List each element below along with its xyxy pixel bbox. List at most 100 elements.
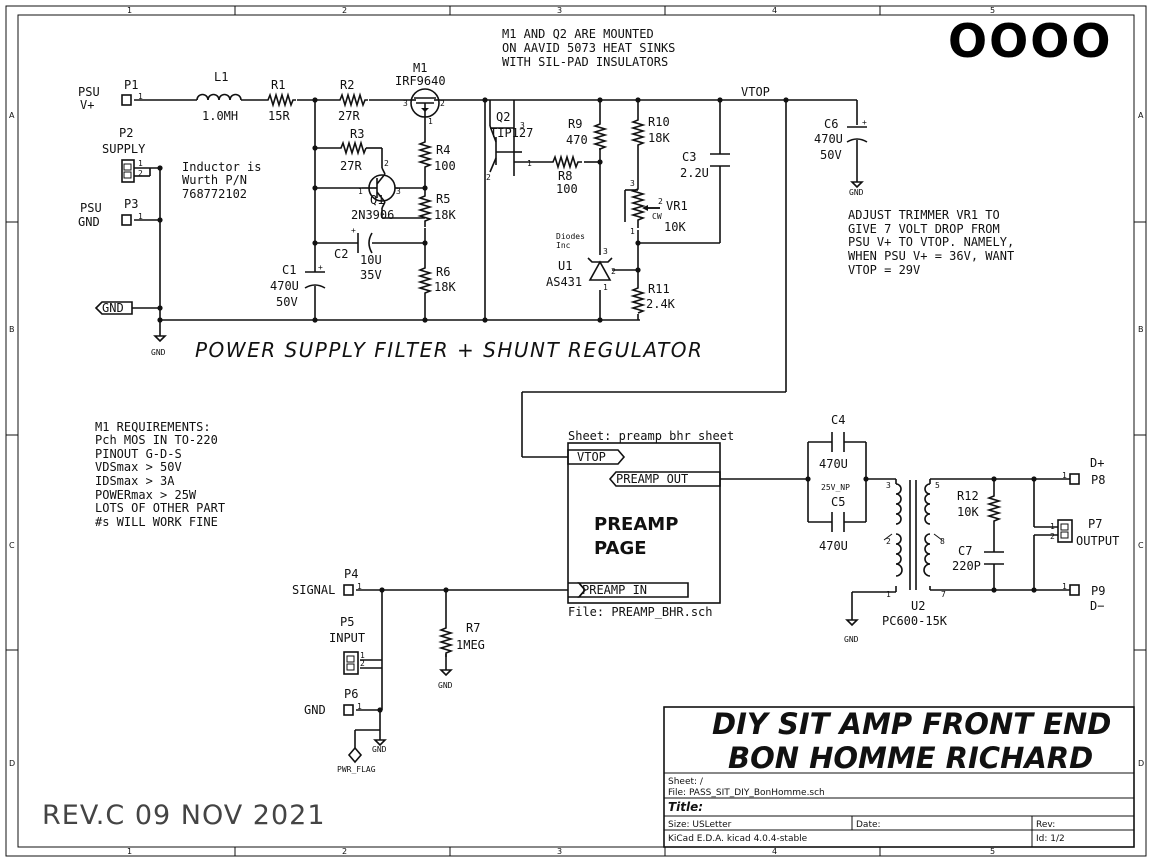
pin-number: 1: [630, 227, 635, 236]
frame-col-1-bottom: 1: [127, 847, 132, 856]
frame-col-3-bottom: 3: [557, 847, 562, 856]
gnd-text: GND: [151, 348, 166, 357]
gnd-text: GND: [438, 681, 453, 690]
shunt-reference-u1[interactable]: Diodes Inc U1 AS431 1 2 3: [546, 232, 616, 292]
note-line: VDSmax > 50V: [95, 460, 182, 474]
connector-name: PSU: [78, 85, 100, 99]
connector-p4[interactable]: 1 P4 SIGNAL: [292, 567, 362, 597]
note-line: #s WILL WORK FINE: [95, 515, 218, 529]
mosfet-m1[interactable]: M1 IRF9640 3 2 1: [395, 61, 446, 126]
note-line: Inductor is: [182, 160, 261, 174]
value-label: 470U: [819, 457, 848, 471]
ref-label: U2: [911, 599, 925, 613]
capacitor-c1[interactable]: + C1 470U 50V: [270, 263, 326, 309]
connector-name: D+: [1090, 456, 1104, 470]
resistor-r9[interactable]: R9 470: [566, 117, 608, 150]
sheet-pin-preamp-in: PREAMP_IN: [582, 583, 647, 597]
pin-number: 2: [611, 267, 616, 276]
pin-number: 1: [360, 651, 365, 660]
frame-col-4: 4: [772, 6, 777, 15]
resistor-r1[interactable]: R1 15R: [265, 78, 296, 123]
pin-number: 3: [630, 179, 635, 188]
frame-col-5: 5: [990, 6, 995, 15]
ref-label: R4: [436, 143, 450, 157]
resistor-r6[interactable]: R6 18K: [417, 262, 456, 300]
preamp-hierarchical-sheet[interactable]: Sheet: preamp bhr sheet File: PREAMP_BHR…: [567, 429, 734, 619]
inductor-l1[interactable]: L1 1.0MH: [196, 70, 242, 123]
capacitor-c2[interactable]: + C2 10U 35V: [334, 226, 382, 282]
value-label: 470U: [814, 132, 843, 146]
capacitor-c4[interactable]: C4 470U: [819, 413, 848, 471]
pin-number: 1: [357, 582, 362, 591]
output-wires: [720, 441, 1070, 620]
connector-name: SUPPLY: [102, 142, 146, 156]
capacitor-c6[interactable]: + C6 470U 50V GND: [814, 117, 868, 197]
connector-p9[interactable]: 1 P9 D−: [1062, 582, 1105, 613]
capacitor-c3[interactable]: C3 2.2U: [680, 150, 730, 180]
section-title: POWER SUPPLY FILTER + SHUNT REGULATOR: [195, 338, 703, 362]
ref-label: U1: [558, 259, 572, 273]
resistor-r10[interactable]: R10 18K: [630, 115, 670, 150]
value-label: 50V: [820, 148, 842, 162]
pin-number: 1: [138, 159, 143, 168]
ref-label: P6: [344, 687, 358, 701]
connector-p7[interactable]: 1 2 P7 OUTPUT: [1050, 517, 1119, 548]
capacitor-c7[interactable]: C7 220P: [952, 544, 1004, 573]
value-label: 1MEG: [456, 638, 485, 652]
gnd-symbol-u2: GND: [844, 619, 859, 644]
note-line: GIVE 7 VOLT DROP FROM: [848, 222, 1000, 236]
title-date: Date:: [856, 820, 881, 830]
capacitor-c5[interactable]: 25V_NP C5 470U: [819, 483, 850, 553]
ref-label: P2: [119, 126, 133, 140]
pin-number: 1: [603, 283, 608, 292]
connector-p6[interactable]: 1 P6 GND: [304, 687, 362, 717]
value-label: 2N3906: [351, 208, 394, 222]
frame-row-b: B: [9, 325, 15, 334]
ref-label: Q2: [496, 110, 510, 124]
connector-p1[interactable]: P1 PSU V+ 1: [78, 78, 143, 112]
ref-label: C1: [282, 263, 296, 277]
pin-number: 2: [486, 173, 491, 182]
pin-number: 3: [403, 99, 408, 108]
logo-circles: OOOO: [948, 14, 1110, 68]
resistor-r3[interactable]: R3 27R: [339, 127, 367, 173]
resistor-r8[interactable]: R8 100: [550, 154, 582, 196]
note-line: Wurth P/N: [182, 173, 247, 187]
sheet-pin-vtop: VTOP: [577, 450, 606, 464]
pin-number: 1: [358, 187, 363, 196]
connector-p2[interactable]: P2 SUPPLY 1 2: [102, 126, 146, 183]
ref-label: R6: [436, 265, 450, 279]
ref-label: R3: [350, 127, 364, 141]
trimmer-vr1[interactable]: VR1 10K CW 1 2 3: [624, 179, 688, 236]
resistor-r12[interactable]: R12 10K: [957, 489, 1002, 522]
ref-label: VR1: [666, 199, 688, 213]
ref-label: R2: [340, 78, 354, 92]
polarity-plus: +: [318, 263, 323, 272]
value-label: 2.2U: [680, 166, 709, 180]
transistor-q1[interactable]: Q1 2N3906 1 2 3: [351, 159, 401, 222]
value-label: 18K: [434, 280, 456, 294]
transistor-q2[interactable]: Q2 TIP127 1 2 3: [486, 110, 533, 182]
pin-number: 2: [1050, 532, 1055, 541]
resistor-r5[interactable]: R5 18K: [417, 192, 456, 227]
value-label: IRF9640: [395, 74, 446, 88]
gnd-text: GND: [849, 188, 864, 197]
connector-p3[interactable]: P3 PSU GND 1: [78, 197, 143, 229]
frame-col-1: 1: [127, 6, 132, 15]
resistor-r7[interactable]: R7 1MEG GND: [438, 621, 485, 690]
resistor-r2[interactable]: R2 27R: [337, 78, 368, 123]
resistor-r11[interactable]: R11 2.4K: [630, 282, 676, 314]
frame-row-d: D: [9, 759, 15, 768]
value-label: 27R: [338, 109, 360, 123]
ref-label: C6: [824, 117, 838, 131]
connector-p8[interactable]: 1 P8 D+: [1062, 456, 1105, 487]
frame-row-c: C: [9, 541, 15, 550]
title-tool: KiCad E.D.A. kicad 4.0.4-stable: [668, 834, 808, 844]
pin-number: 2: [138, 169, 143, 178]
title-line-2: BON HOMME RICHARD: [728, 741, 1093, 775]
resistor-r4[interactable]: R4 100: [417, 138, 456, 176]
transformer-u2[interactable]: 3 5 2 8 1 7 U2 PC600-15K: [882, 480, 948, 628]
polarity-plus: +: [862, 118, 867, 127]
pin-number: 3: [886, 481, 891, 490]
connector-p5[interactable]: 1 2 P5 INPUT: [329, 615, 365, 675]
